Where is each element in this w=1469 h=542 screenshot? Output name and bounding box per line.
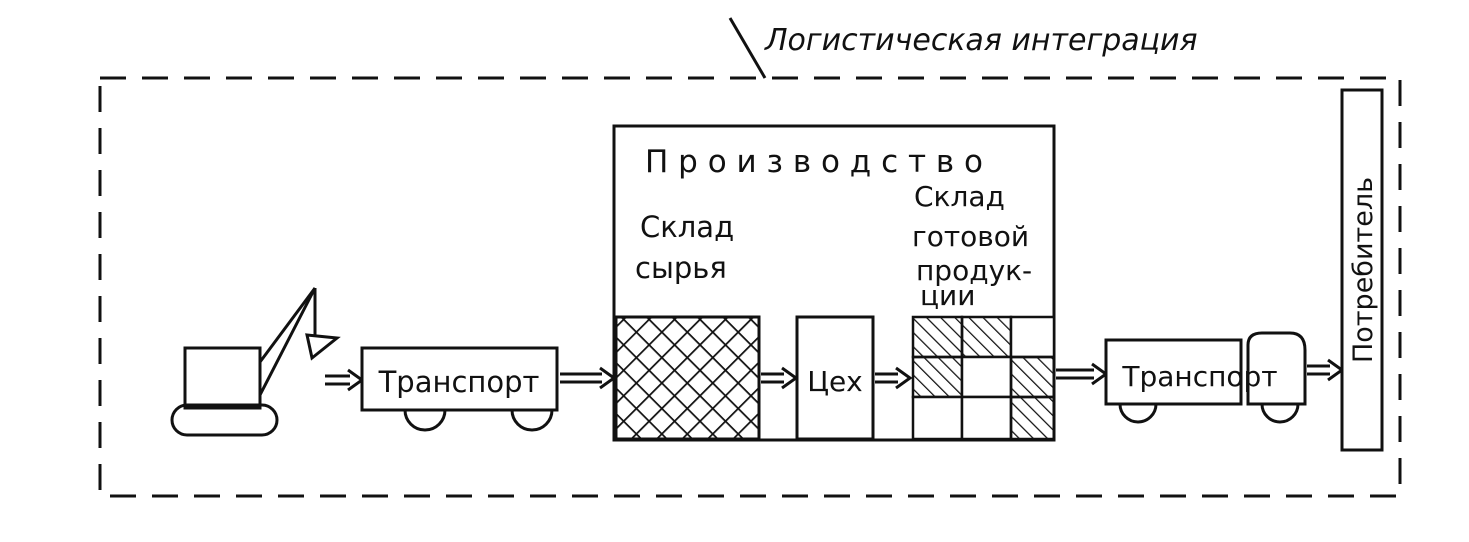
flow-arrow <box>1307 358 1345 382</box>
flow-arrow <box>560 366 617 390</box>
integration-boundary <box>98 76 1402 498</box>
transport-2-label: Транспорт <box>1121 360 1277 393</box>
raw-warehouse-stock <box>614 315 761 441</box>
consumer-label: Потребитель <box>1348 177 1379 363</box>
workshop-label: Цех <box>807 365 863 398</box>
transport-1: Транспорт <box>360 346 559 432</box>
integration-leader-line <box>728 17 767 79</box>
finished-warehouse-label: ции <box>920 279 975 312</box>
transport-2: Транспорт <box>1104 331 1307 424</box>
finished-warehouse-label: продук- <box>916 254 1032 287</box>
consumer-box <box>1340 88 1384 452</box>
integration-label: Логистическая интеграция <box>764 23 1198 58</box>
raw-warehouse-label: сырья <box>635 251 727 285</box>
raw-warehouse-label: Склад <box>640 210 734 244</box>
excavator-icon <box>170 287 341 437</box>
flow-arrow <box>1056 362 1109 386</box>
flow-arrow <box>875 366 913 390</box>
production-title: П р о и з в о д с т в о <box>645 144 983 180</box>
finished-warehouse-grid <box>911 315 1056 441</box>
workshop-box <box>795 315 875 441</box>
production-block: П р о и з в о д с т в о Склад сырья Цех … <box>612 124 1056 442</box>
flow-arrow <box>325 368 365 392</box>
finished-warehouse-label: готовой <box>912 220 1029 253</box>
finished-warehouse-label: Склад <box>914 180 1005 213</box>
transport-1-label: Транспорт <box>378 365 540 399</box>
